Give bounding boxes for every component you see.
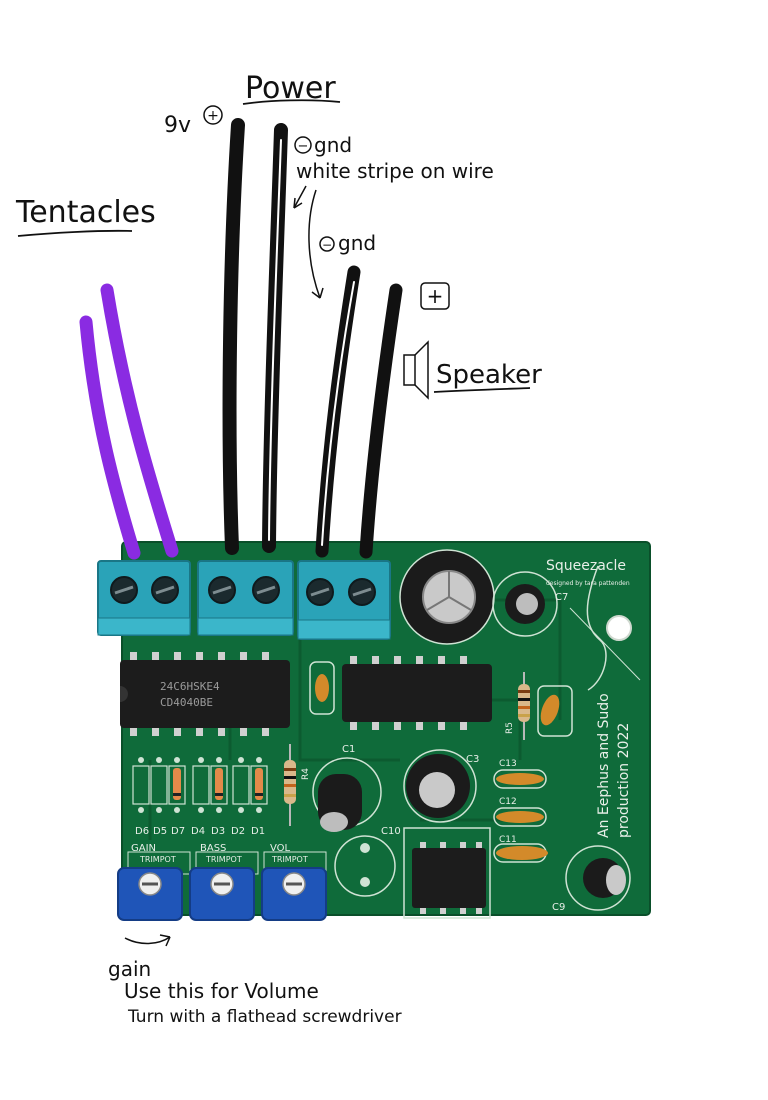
diode-label-d1: D1: [251, 826, 265, 837]
capacitor-c9: C9: [552, 845, 631, 913]
gnd-speaker-label: gnd: [338, 231, 376, 255]
minus-symbol-speaker: −: [322, 238, 332, 252]
power-wires: [222, 118, 288, 555]
curved-arrow-icon: [124, 936, 171, 945]
label-c13: C13: [499, 759, 517, 769]
speaker-positive-wire: [359, 283, 403, 559]
speaker-underline: [433, 387, 531, 393]
ic-cd4040: 24C6HSKE4 CD4040BE: [120, 652, 290, 736]
minus-circle-icon: [319, 236, 335, 252]
chip1-model: CD4040BE: [160, 696, 213, 709]
plus-symbol-speaker: +: [427, 284, 444, 308]
trimpot-gain[interactable]: GAIN TRIMPOT: [117, 843, 191, 921]
label-r4: R4: [301, 768, 311, 780]
power-underline: [242, 99, 341, 105]
board-name: Squeezacle: [546, 558, 626, 574]
label-c9: C9: [552, 902, 565, 913]
terminal-block-speaker: [297, 560, 391, 640]
diode-label-d3: D3: [211, 826, 225, 837]
chip1-code: 24C6HSKE4: [160, 680, 220, 693]
volume-note: Use this for Volume: [124, 979, 319, 1003]
white-stripe-note: white stripe on wire: [296, 159, 494, 183]
terminal-block-tentacles: [97, 560, 191, 636]
screwdriver-note: Turn with a flathead screwdriver: [127, 1007, 402, 1027]
trimpot-sublabel-bass: TRIMPOT: [205, 855, 242, 864]
diode-array: D6 D5 D7 D4 D3 D2 D1: [132, 757, 268, 837]
trimpot-label-bass: BASS: [200, 843, 226, 854]
trimpot-label-gain: GAIN: [131, 843, 156, 854]
capacitor-c10: C10: [334, 826, 401, 897]
arrow-to-power-ground-icon: [293, 185, 307, 209]
capacitor-c1: C1: [312, 744, 382, 832]
label-c12: C12: [499, 797, 517, 807]
label-c11: C11: [499, 835, 517, 845]
capacitor-c7: C7: [492, 571, 568, 637]
speaker-title: Speaker: [436, 360, 542, 390]
board-credit-line2: production 2022: [616, 723, 632, 838]
tentacle-wires: [79, 283, 179, 560]
label-c7: C7: [555, 592, 568, 603]
diode-label-d6: D6: [135, 826, 149, 837]
gain-note: gain: [108, 957, 151, 981]
gnd-power-label: gnd: [314, 133, 352, 157]
diode-label-d7: D7: [171, 826, 185, 837]
trimpot-sublabel-vol: TRIMPOT: [271, 855, 308, 864]
tentacle-wire-2: [100, 283, 179, 558]
capacitor-large: [399, 549, 495, 645]
speaker-wires: [315, 265, 403, 559]
arrow-to-speaker-ground-icon: [308, 189, 324, 299]
diode-label-d4: D4: [191, 826, 205, 837]
resistor-r4: R4: [284, 744, 311, 826]
label-c1: C1: [342, 744, 355, 755]
mounting-hole: [606, 615, 632, 641]
tentacles-title: Tentacles: [15, 195, 156, 230]
ic-second: [342, 656, 492, 730]
board-designer: designed by tara pattenden: [546, 580, 630, 587]
board-credit-line1: An Eephus and Sudo: [596, 693, 612, 838]
terminal-block-power: [197, 560, 294, 636]
tentacles-underline: [17, 229, 133, 237]
nine-volt-label: 9v: [164, 113, 191, 138]
power-positive-wire: [222, 118, 245, 555]
trimpot-sublabel-gain: TRIMPOT: [139, 855, 176, 864]
ceramic-capacitors: C13 C12 C11: [309, 661, 573, 863]
resistor-r5: R5: [505, 672, 530, 740]
trimpot-label-vol: VOL: [270, 843, 291, 854]
diode-label-d2: D2: [231, 826, 245, 837]
plus-circle-icon: [203, 105, 223, 125]
label-c10: C10: [381, 826, 401, 837]
plus-box-icon: [420, 282, 450, 310]
plus-symbol: +: [207, 108, 219, 124]
trimpot-bass[interactable]: BASS TRIMPOT: [189, 843, 259, 921]
tentacle-wire-1: [79, 315, 141, 560]
diode-label-d5: D5: [153, 826, 167, 837]
label-r5: R5: [505, 722, 515, 734]
minus-symbol-power: −: [298, 139, 309, 154]
trimpot-vol[interactable]: VOL TRIMPOT: [261, 843, 327, 921]
capacitor-c3: C3: [403, 749, 479, 823]
minus-circle-icon: [294, 136, 312, 154]
label-c3: C3: [466, 754, 479, 765]
ic-amplifier: [403, 827, 491, 919]
speaker-icon: [403, 340, 429, 400]
